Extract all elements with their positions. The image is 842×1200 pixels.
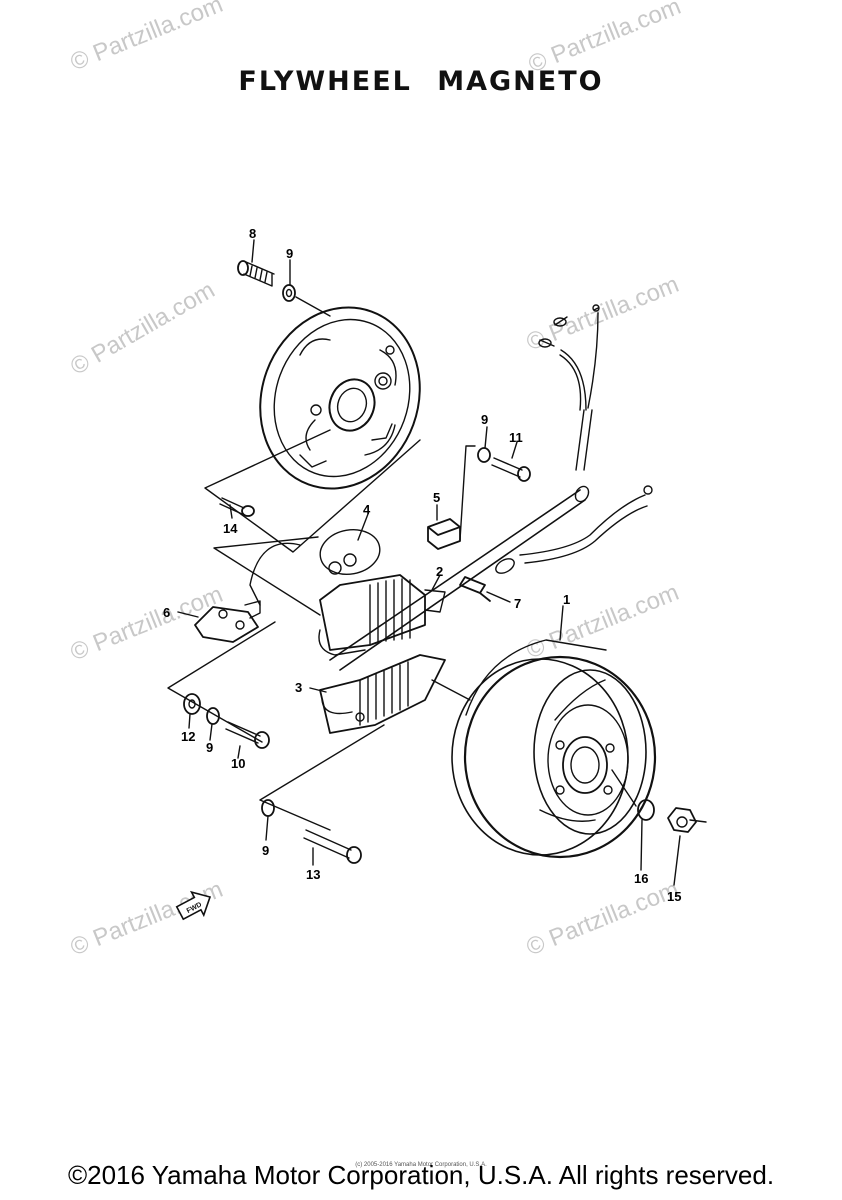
washer-9: [477, 447, 491, 463]
washer-9: [282, 284, 296, 302]
small-copyright-note: (c) 2005-2016 Yamaha Motor Corporation, …: [355, 1162, 487, 1168]
screw-13: [303, 829, 362, 864]
fwd-arrow-icon: FWD: [175, 890, 212, 921]
wire-loop-4: [249, 529, 381, 606]
nut-15: [667, 807, 697, 833]
part-5-connector: [427, 518, 461, 550]
screw-8: [237, 260, 275, 287]
lighting-coil-3: [319, 654, 446, 734]
callout-9: 9: [206, 740, 213, 755]
callout-8: 8: [249, 226, 256, 241]
copyright-footer: ©2016 Yamaha Motor Corporation, U.S.A. A…: [67, 1160, 775, 1190]
callout-13: 13: [306, 867, 320, 882]
flywheel-rotor-1: [451, 639, 657, 859]
callout-labels: 1 2 3 4 5 6 7 8 9 9 9 9 10 11 12 13 14 1…: [163, 226, 681, 904]
stator-base-plate: [259, 306, 421, 490]
callout-9: 9: [481, 412, 488, 427]
clamp-7: [459, 576, 491, 602]
washer-16: [637, 799, 655, 821]
washer-12: [183, 693, 201, 715]
callout-15: 15: [667, 889, 681, 904]
page-title: FLYWHEEL MAGNETO: [238, 66, 604, 97]
callout-7: 7: [514, 596, 521, 611]
callout-4: 4: [363, 502, 371, 517]
callout-10: 10: [231, 756, 245, 771]
callout-6: 6: [163, 605, 170, 620]
washer-9: [261, 799, 275, 817]
washer-9: [206, 707, 220, 725]
callout-3: 3: [295, 680, 302, 695]
callout-11: 11: [509, 430, 523, 445]
callout-9: 9: [286, 246, 293, 261]
callout-2: 2: [436, 564, 443, 579]
callout-14: 14: [223, 521, 238, 536]
callout-16: 16: [634, 871, 648, 886]
callout-12: 12: [181, 729, 195, 744]
wire-harness: [329, 304, 653, 671]
callout-5: 5: [433, 490, 440, 505]
screw-14: [219, 497, 255, 517]
screw-11: [491, 457, 531, 482]
screw-10: [225, 721, 270, 749]
callout-1: 1: [563, 592, 570, 607]
bracket-6: [194, 600, 261, 643]
charge-coil-2: [318, 574, 446, 656]
callout-9: 9: [262, 843, 269, 858]
